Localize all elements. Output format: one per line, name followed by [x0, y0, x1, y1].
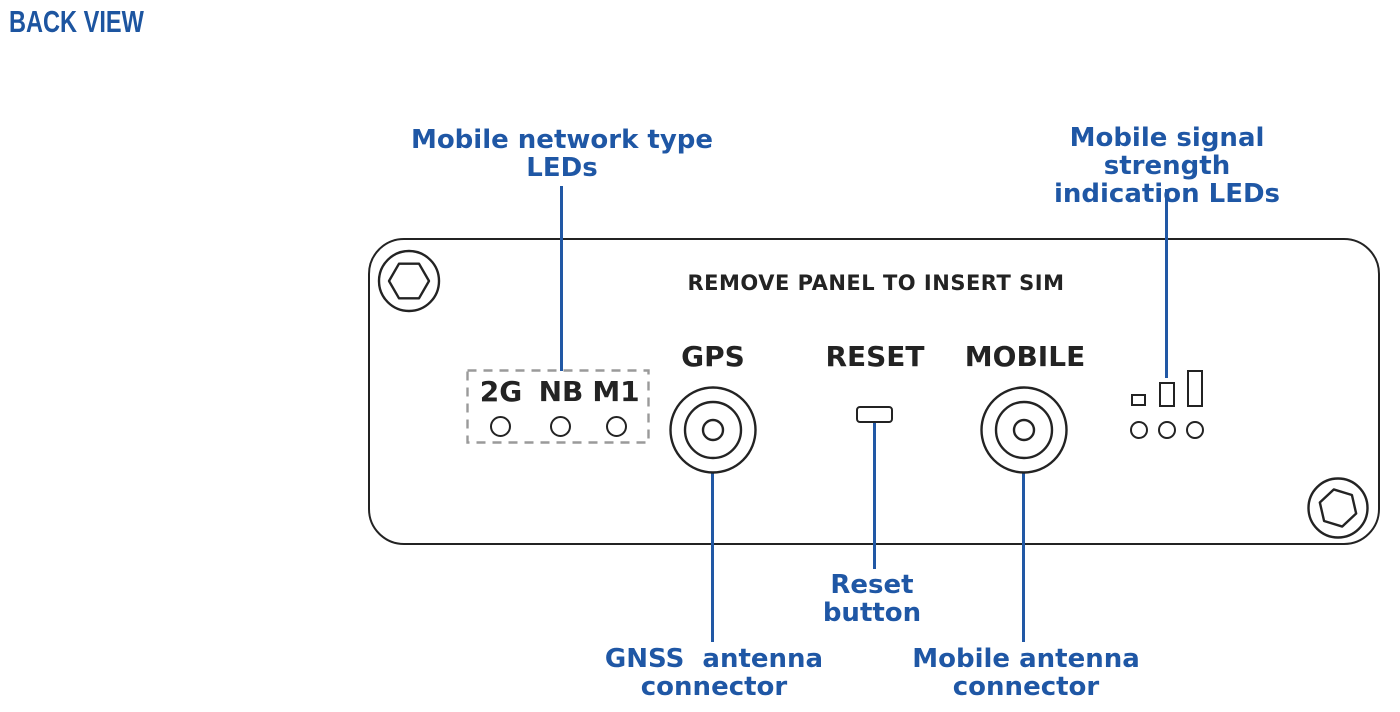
- callout-mobile-signal-strength-leds: Mobile signal strength indication LEDs: [1053, 123, 1281, 209]
- led-circle-icon: [1130, 421, 1148, 439]
- hex-screw-icon: [1307, 477, 1369, 539]
- gps-port-label: GPS: [681, 340, 745, 373]
- hex-screw-icon: [377, 249, 441, 313]
- leader-line-reset-button: [873, 423, 876, 569]
- led-circle-icon: [1186, 421, 1204, 439]
- coax-connector-icon: [980, 386, 1068, 474]
- sim-notice-text: REMOVE PANEL TO INSERT SIM: [687, 271, 1065, 295]
- led-label-m1: M1: [592, 375, 640, 408]
- page-title: BACK VIEW: [9, 4, 144, 39]
- led-circle-icon: [490, 416, 511, 437]
- led-label-2g: 2G: [479, 375, 523, 408]
- led-circle-icon: [550, 416, 571, 437]
- reset-button-icon: [856, 406, 893, 423]
- callout-mobile-network-type-leds: Mobile network type LEDs: [410, 125, 714, 183]
- network-leds-dashed-box: [466, 369, 650, 444]
- signal-bars-icon: [1159, 382, 1175, 407]
- leader-line-mobile-connector: [1022, 472, 1025, 642]
- led-circle-icon: [606, 416, 627, 437]
- leader-line-signal-leds: [1165, 189, 1168, 378]
- callout-gnss-antenna-connector: GNSS antenna connector: [604, 644, 824, 702]
- callout-mobile-antenna-connector: Mobile antenna connector: [912, 644, 1140, 702]
- led-label-nb: NB: [538, 375, 584, 408]
- signal-bars-icon: [1131, 394, 1146, 406]
- leader-line-network-leds: [560, 186, 563, 371]
- callout-reset-button: Reset button: [822, 570, 922, 628]
- leader-line-gnss-connector: [711, 472, 714, 642]
- reset-port-label: RESET: [825, 340, 925, 373]
- led-circle-icon: [1158, 421, 1176, 439]
- signal-bars-icon: [1187, 370, 1203, 407]
- coax-connector-icon: [669, 386, 757, 474]
- mobile-port-label: MOBILE: [964, 340, 1086, 373]
